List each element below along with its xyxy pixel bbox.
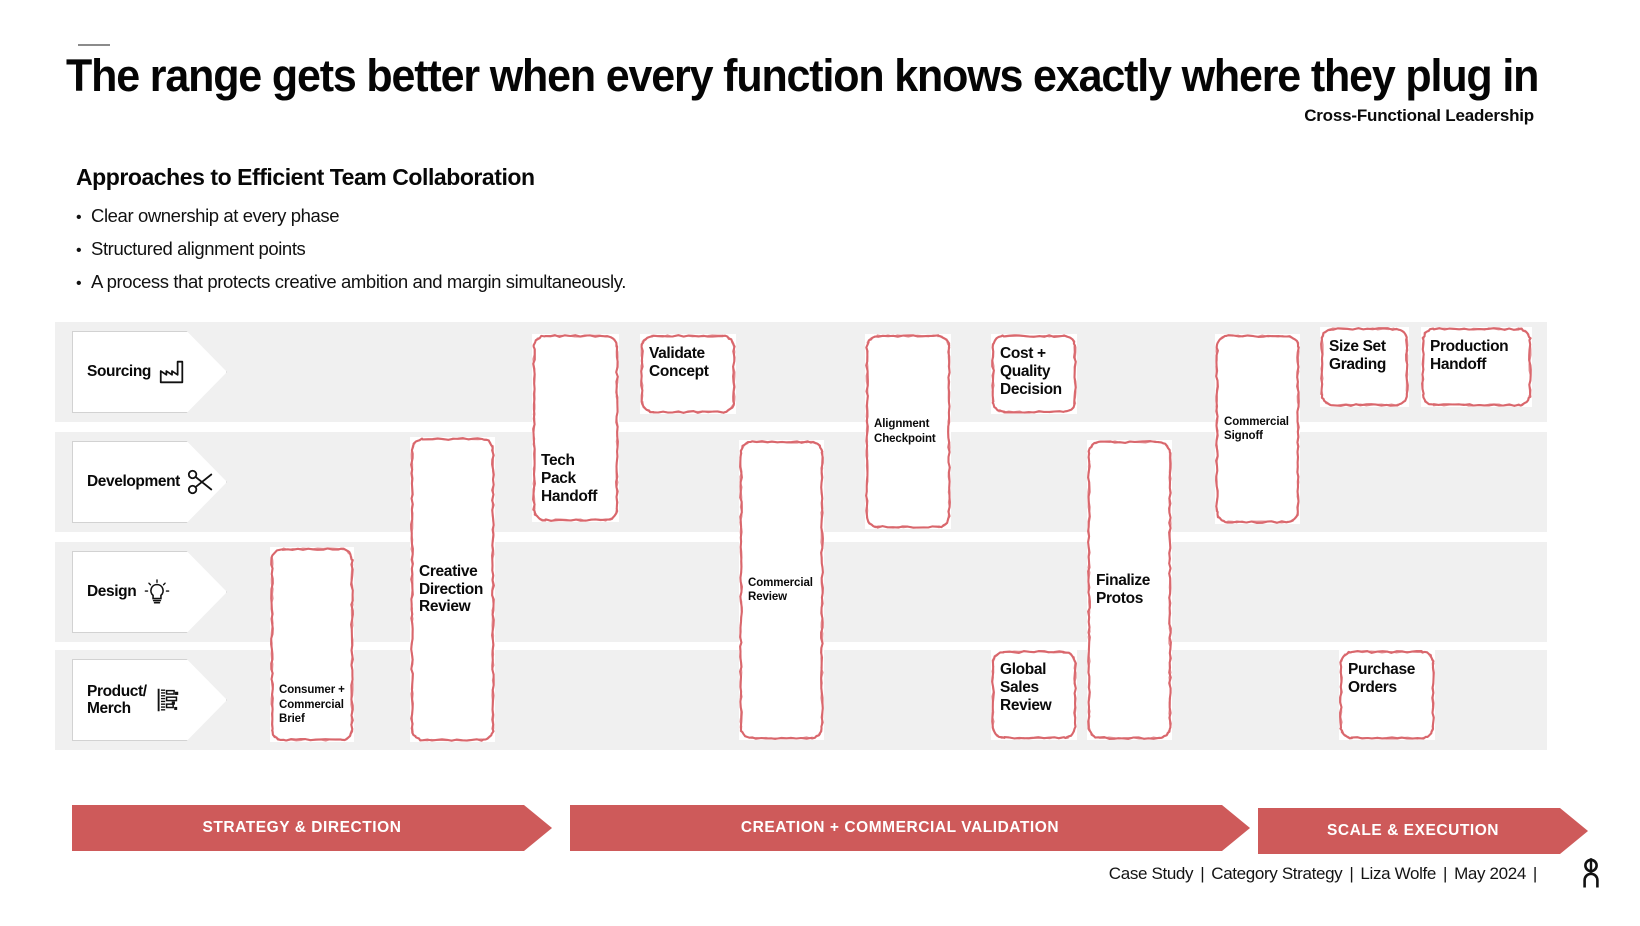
phase-bar[interactable]: CREATION + COMMERCIAL VALIDATION: [570, 805, 1250, 851]
footer-separator: |: [1442, 864, 1448, 883]
process-card[interactable]: Validate Concept: [640, 334, 736, 414]
card-label: Validate Concept: [649, 345, 709, 380]
card-label: Production Handoff: [1430, 338, 1509, 373]
lane-label: Sourcing: [87, 363, 151, 381]
process-card[interactable]: Purchase Orders: [1339, 650, 1435, 740]
lane-header-inner: Product/ Merch: [87, 683, 226, 718]
process-card[interactable]: Commercial Review: [739, 440, 824, 740]
intro-bullet-label: Structured alignment points: [91, 237, 306, 259]
footer-separator: |: [1532, 864, 1537, 883]
phase-arrow-shape: [72, 805, 552, 851]
bullet-dot-icon: •: [76, 209, 82, 226]
card-label: Size Set Grading: [1329, 338, 1386, 373]
phase-label: SCALE & EXECUTION: [1326, 822, 1500, 839]
process-card[interactable]: Size Set Grading: [1320, 327, 1409, 407]
phase-arrow-shape: [1258, 808, 1588, 854]
footer-meta: Case Study | Category Strategy | Liza Wolfe |…: [1109, 864, 1544, 884]
phase-label: CREATION + COMMERCIAL VALIDATION: [740, 819, 1060, 836]
scissors-icon: [186, 467, 216, 497]
footer-item: Case Study: [1108, 864, 1194, 883]
bullet-dot-icon: •: [76, 274, 82, 292]
card-label: Finalize Protos: [1096, 572, 1151, 607]
process-card[interactable]: Creative Direction Review: [410, 437, 495, 742]
card-label: Tech Pack Handoff: [541, 452, 598, 506]
lane-label: Development: [87, 473, 180, 491]
lightbulb-icon: [142, 577, 172, 607]
phase-label: STRATEGY & DIRECTION: [202, 819, 402, 836]
process-card[interactable]: Consumer + Commercial Brief: [270, 547, 354, 742]
process-card[interactable]: Tech Pack Handoff: [532, 334, 619, 522]
intro-block: Approaches to Efficient Team Collaborati…: [76, 164, 976, 299]
intro-bullet-list: • Clear ownership at every phase • Structur…: [76, 200, 976, 299]
intro-bullet: • Structured alignment points: [76, 233, 976, 266]
phase-bar[interactable]: SCALE & EXECUTION: [1258, 808, 1588, 854]
card-label: Creative Direction Review: [419, 562, 484, 616]
intro-bullet-label: Clear ownership at every phase: [91, 205, 340, 226]
lane-label: Design: [87, 583, 137, 601]
process-card[interactable]: Commercial Signoff: [1215, 334, 1300, 524]
card-label: Global Sales Review: [1000, 661, 1052, 714]
page-subtitle: Cross-Functional Leadership: [1304, 106, 1534, 125]
card-label: Commercial Signoff: [1224, 415, 1289, 442]
phase-bar[interactable]: STRATEGY & DIRECTION: [72, 805, 552, 851]
footer-item: Category Strategy: [1211, 864, 1343, 883]
card-label: Alignment Checkpoint: [874, 418, 936, 445]
process-card[interactable]: Cost + Quality Decision: [991, 334, 1077, 414]
factory-icon: [157, 357, 187, 387]
document-chart-icon: [153, 685, 183, 715]
bullet-dot-icon: •: [76, 241, 82, 259]
card-label: Purchase Orders: [1348, 661, 1415, 696]
process-card[interactable]: Global Sales Review: [991, 650, 1077, 740]
intro-bullet: • A process that protects creative ambiti…: [76, 266, 976, 299]
process-card[interactable]: Alignment Checkpoint: [865, 334, 951, 529]
intro-bullet-label: A process that protects creative ambitio…: [91, 270, 626, 292]
lane-label: Product/ Merch: [87, 682, 147, 717]
brand-logo-icon: [1578, 856, 1604, 890]
lane-header-inner: Sourcing: [87, 357, 226, 387]
phase-arrow-shape: [570, 805, 1250, 851]
intro-heading: Approaches to Efficient Team Collaborati…: [76, 164, 535, 190]
lane-header-inner: Development: [87, 467, 226, 497]
card-label: Cost + Quality Decision: [1000, 345, 1062, 398]
lane-header-inner: Design: [87, 577, 226, 607]
process-card[interactable]: Production Handoff: [1421, 327, 1532, 407]
page-title: The range gets better when every functio…: [66, 50, 1539, 101]
card-label: Commercial Review: [748, 576, 813, 603]
title-rule: [78, 44, 110, 46]
footer-item: May 2024: [1454, 864, 1526, 883]
footer-item: Liza Wolfe: [1360, 864, 1436, 883]
footer-separator: |: [1349, 864, 1354, 883]
card-label: Consumer + Commercial Brief: [279, 684, 345, 725]
process-card[interactable]: Finalize Protos: [1087, 440, 1172, 740]
footer-separator: |: [1200, 864, 1205, 883]
intro-bullet: • Clear ownership at every phase: [76, 200, 976, 233]
